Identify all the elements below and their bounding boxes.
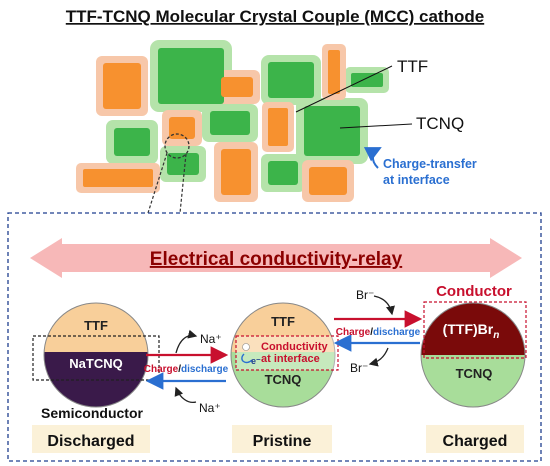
tcnq-pointer (339, 123, 413, 129)
relay-panel (7, 212, 542, 462)
left-arrow-label: Charge/discharge (144, 364, 229, 375)
caption-bg (232, 425, 332, 453)
caption-bg (32, 425, 150, 453)
discharged-caption: Discharged (47, 433, 134, 450)
tcnq-crystals (114, 48, 383, 185)
discharged-bottom-label: NaTCNQ (69, 356, 122, 371)
na-out-arrow-icon (175, 329, 198, 354)
charged-caption: Charged (443, 433, 508, 450)
pristine-caption: Pristine (253, 433, 312, 450)
charged-bottom-label: TCNQ (456, 366, 493, 381)
crystal-cluster (76, 40, 413, 214)
ttf-crystals (83, 50, 347, 195)
right-arrow-label: Charge/discharge (336, 327, 421, 338)
page-title: TTF-TCNQ Molecular Crystal Couple (MCC) … (66, 7, 484, 26)
electron-label: e⁻ (251, 356, 261, 366)
na-top-label: Na⁺ (200, 332, 222, 346)
caption-bg (426, 425, 524, 453)
charge-transfer-text: Charge-transfer (383, 157, 477, 171)
br-bottom-label: Br⁻ (350, 361, 368, 375)
pristine-top-label: TTF (271, 314, 295, 329)
pristine-bottom-label: TCNQ (265, 372, 302, 387)
semiconductor-box (32, 335, 160, 381)
interface-box (235, 335, 339, 371)
interface-text: at interface (261, 353, 320, 365)
electron-arrow-icon (241, 353, 253, 364)
charge-transfer-text: at interface (383, 173, 450, 187)
na-in-arrow-icon (174, 386, 197, 404)
banner-arrow (30, 238, 522, 278)
interface-text: Conductivity (261, 341, 328, 353)
ttf-label: TTF (397, 57, 428, 76)
semiconductor-label: Semiconductor (41, 405, 143, 421)
discharged-top-label: TTF (84, 318, 108, 333)
br-top-label: Br⁻ (356, 288, 374, 302)
na-bottom-label: Na⁺ (199, 401, 221, 415)
conductor-box (423, 301, 527, 359)
br-in-arrow-icon (373, 295, 395, 316)
zoom-circle (164, 133, 190, 159)
zoom-line (147, 152, 168, 214)
br-out-arrow-icon (368, 347, 389, 367)
tcnq-label: TCNQ (416, 114, 464, 133)
banner-text: Electrical conductivity-relay (150, 249, 403, 270)
electron-dot (242, 343, 250, 351)
curved-arrow-icon (363, 147, 382, 169)
ttf-pointer (295, 65, 393, 113)
charged-top-label: (TTF)Brn (443, 321, 500, 341)
conductor-label: Conductor (436, 283, 512, 300)
